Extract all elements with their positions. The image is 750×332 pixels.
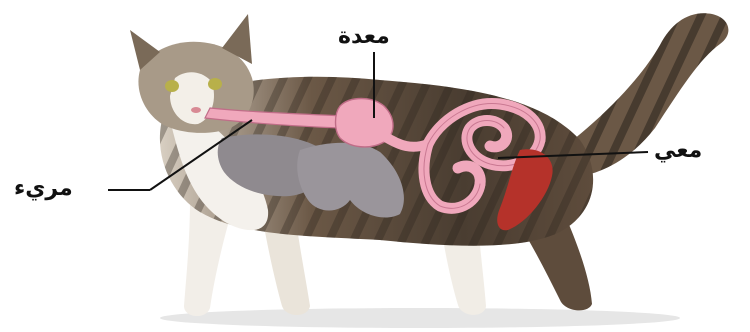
floor-shadow <box>160 308 680 328</box>
cat-eye-left <box>165 80 179 92</box>
cat-nose <box>191 107 201 113</box>
cat-eye-right <box>208 78 222 90</box>
esophagus-label: مريء <box>14 178 73 200</box>
intestine-label: معي <box>654 140 702 162</box>
stomach-label: معدة <box>338 26 390 48</box>
